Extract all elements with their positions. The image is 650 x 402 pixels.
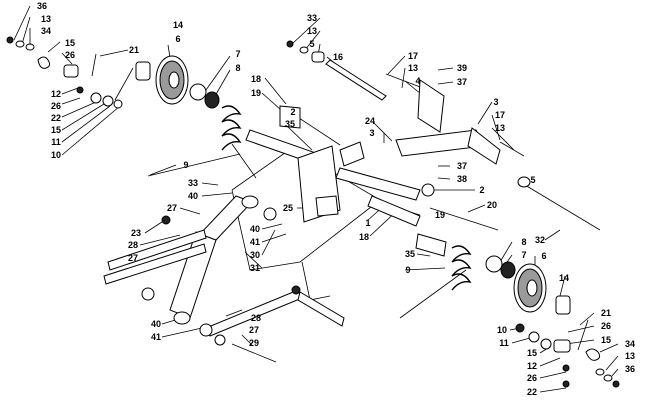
callout-label: 33 xyxy=(307,13,317,23)
callout-label: 7 xyxy=(235,49,240,59)
callout-label: 1 xyxy=(365,218,370,228)
callout-label: 28 xyxy=(128,240,138,250)
callout-label: 24 xyxy=(365,116,375,126)
callout-label: 36 xyxy=(625,364,635,374)
callout-label: 30 xyxy=(250,250,260,260)
callout-label: 39 xyxy=(457,63,467,73)
callout-label: 25 xyxy=(283,203,293,213)
callout-label: 36 xyxy=(37,1,47,11)
callout-label: 35 xyxy=(405,249,415,259)
callout-label: 15 xyxy=(527,348,537,358)
callout-label: 5 xyxy=(309,39,314,49)
callout-label: 26 xyxy=(601,321,611,331)
callout-label: 40 xyxy=(151,319,161,329)
callout-label: 34 xyxy=(41,26,51,36)
callout-label: 12 xyxy=(527,361,537,371)
callout-label: 19 xyxy=(435,210,445,220)
callout-label: 21 xyxy=(601,308,611,318)
callout-label: 35 xyxy=(285,119,295,129)
callout-label: 11 xyxy=(51,137,61,147)
callout-label: 11 xyxy=(499,338,509,348)
callout-label: 9 xyxy=(405,265,410,275)
callout-label: 26 xyxy=(527,373,537,383)
callout-label: 3 xyxy=(493,97,498,107)
callout-label: 2 xyxy=(290,107,295,117)
callout-label: 7 xyxy=(521,250,526,260)
callout-label: 15 xyxy=(65,38,75,48)
callout-label: 2 xyxy=(479,185,484,195)
callout-label: 23 xyxy=(131,228,141,238)
callout-label: 13 xyxy=(408,63,418,73)
callout-label: 41 xyxy=(151,332,161,342)
callout-label: 17 xyxy=(495,110,505,120)
callout-label: 31 xyxy=(250,263,260,273)
callout-label: 27 xyxy=(128,253,138,263)
callout-label: 6 xyxy=(175,34,180,44)
callout-label: 40 xyxy=(250,224,260,234)
callout-label: 38 xyxy=(457,174,467,184)
callout-label: 27 xyxy=(167,203,177,213)
callout-label: 37 xyxy=(457,161,467,171)
callout-label: 3 xyxy=(369,128,374,138)
callout-label: 15 xyxy=(601,335,611,345)
parts xyxy=(6,36,620,388)
callout-label: 20 xyxy=(487,200,497,210)
callout-label: 37 xyxy=(457,77,467,87)
callout-label: 22 xyxy=(51,113,61,123)
callout-label: 40 xyxy=(188,191,198,201)
callout-label: 32 xyxy=(535,235,545,245)
callout-label: 13 xyxy=(41,14,51,24)
callout-label: 13 xyxy=(495,123,505,133)
callout-label: 17 xyxy=(408,51,418,61)
callout-label: 5 xyxy=(530,175,535,185)
callout-label: 34 xyxy=(625,339,635,349)
callout-label: 18 xyxy=(359,232,369,242)
callout-label: 10 xyxy=(51,150,61,160)
callout-labels: 36 13 34 15 26 21 12 26 22 15 11 10 14 6… xyxy=(37,1,635,397)
callout-label: 29 xyxy=(249,338,259,348)
callout-label: 26 xyxy=(51,101,61,111)
callout-label: 9 xyxy=(183,160,188,170)
callout-label: 28 xyxy=(251,313,261,323)
callout-label: 15 xyxy=(51,125,61,135)
callout-label: 13 xyxy=(625,351,635,361)
callout-label: 41 xyxy=(250,237,260,247)
callout-label: 12 xyxy=(51,89,61,99)
callout-label: 26 xyxy=(65,50,75,60)
callout-label: 33 xyxy=(188,178,198,188)
callout-label: 14 xyxy=(173,20,183,30)
callout-label: 16 xyxy=(333,52,343,62)
callout-label: 22 xyxy=(527,387,537,397)
callout-label: 18 xyxy=(251,74,261,84)
callout-label: 8 xyxy=(235,63,240,73)
callout-label: 27 xyxy=(249,325,259,335)
callout-label: 6 xyxy=(541,251,546,261)
callout-label: 19 xyxy=(251,88,261,98)
callout-label: 21 xyxy=(129,45,139,55)
callout-label: 13 xyxy=(307,26,317,36)
callout-label: 14 xyxy=(559,273,569,283)
callout-label: 4 xyxy=(415,76,420,86)
callout-label: 8 xyxy=(521,237,526,247)
callout-label: 10 xyxy=(497,325,507,335)
